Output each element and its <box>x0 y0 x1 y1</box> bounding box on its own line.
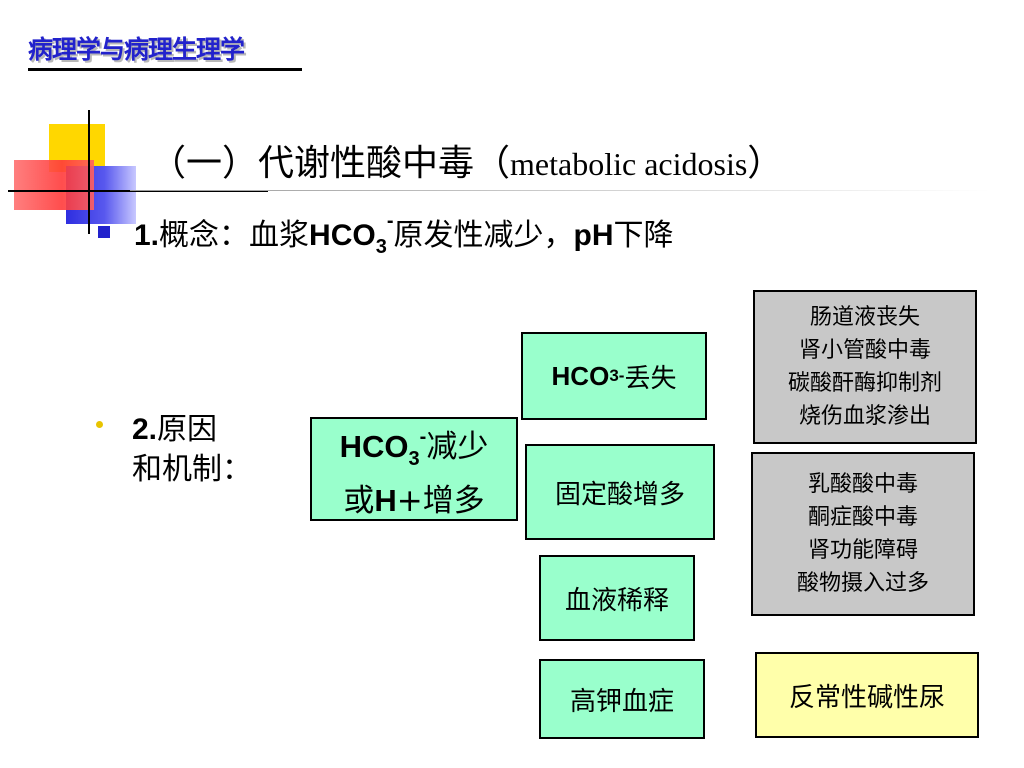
cause-box-fixed-acid: 固定酸增多 <box>525 444 715 540</box>
title-divider <box>130 190 990 191</box>
bullet-square-icon <box>98 226 110 238</box>
detail-item: 肾小管酸中毒 <box>798 338 931 363</box>
course-title: 病理学与病理生理学 <box>28 35 245 64</box>
detail-item: 酮症酸中毒 <box>807 505 918 530</box>
decor-red-square <box>14 160 94 210</box>
main-cause-box: HCO3-减少 或H+增多 <box>310 417 518 521</box>
detail-box-hco3-loss: 肠道液丧失 肾小管酸中毒 碳酸酐酶抑制剂 烧伤血浆渗出 <box>753 290 977 444</box>
detail-box-fixed-acid: 乳酸酸中毒 酮症酸中毒 肾功能障碍 酸物摄入过多 <box>751 452 975 616</box>
detail-item: 碳酸酐酶抑制剂 <box>787 371 942 396</box>
detail-item: 肾功能障碍 <box>807 538 918 563</box>
decor-horizontal-line <box>8 190 268 192</box>
detail-item: 烧伤血浆渗出 <box>798 404 931 429</box>
decor-vertical-line <box>88 110 90 234</box>
detail-box-paradoxical-urine: 反常性碱性尿 <box>755 652 979 738</box>
main-cause-line-1: HCO3-减少 <box>339 426 489 470</box>
cause-box-dilution: 血液稀释 <box>539 555 695 641</box>
cause-box-hyperkalemia: 高钾血症 <box>539 659 705 739</box>
header-underline <box>28 68 302 71</box>
detail-item: 乳酸酸中毒 <box>807 472 918 497</box>
detail-item: 酸物摄入过多 <box>796 571 929 596</box>
bullet-dot-icon <box>96 421 103 428</box>
main-cause-line-2: 或H+增多 <box>343 483 485 519</box>
concept-bullet: 1.概念：血浆HCO3-原发性减少，pH下降 <box>134 210 674 258</box>
detail-item: 肠道液丧失 <box>809 305 920 330</box>
slide-title: （一）代谢性酸中毒（metabolic acidosis） <box>150 143 784 184</box>
cause-bullet: 2.原因 和机制： <box>132 412 252 487</box>
